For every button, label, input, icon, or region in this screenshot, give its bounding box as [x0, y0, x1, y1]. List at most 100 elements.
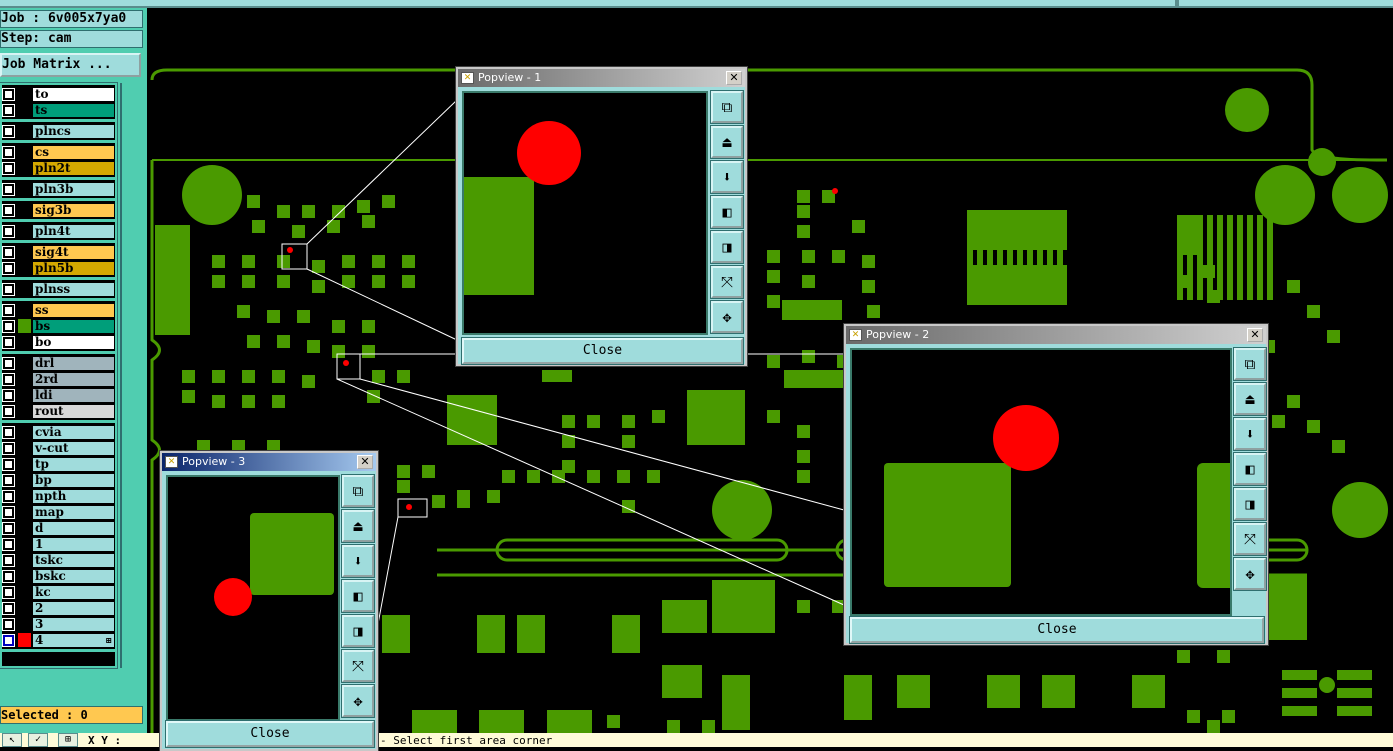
pan-down-icon[interactable]: ⬇	[341, 544, 375, 578]
layer-checkbox[interactable]	[3, 405, 14, 417]
layer-name[interactable]: npth	[32, 488, 115, 504]
layer-checkbox[interactable]	[3, 389, 14, 401]
pan-left-icon[interactable]: ◧	[710, 195, 744, 229]
layer-list-scrollbar[interactable]	[120, 83, 144, 668]
layer-checkbox[interactable]	[3, 602, 14, 614]
popview-3-close-icon[interactable]: ✕	[357, 455, 373, 469]
layer-name[interactable]: 1	[32, 536, 115, 552]
pan-left-icon[interactable]: ◧	[341, 579, 375, 613]
layer-name[interactable]: pln5b	[32, 260, 115, 276]
layer-name[interactable]: d	[32, 520, 115, 536]
layer-row-to[interactable]: to	[2, 86, 115, 102]
layer-row-pln5b[interactable]: pln5b	[2, 260, 115, 276]
pan-up-icon[interactable]: ⏏	[341, 509, 375, 543]
layer-row-cs[interactable]: cs	[2, 144, 115, 160]
layer-checkbox[interactable]	[3, 426, 14, 438]
layer-name[interactable]: plncs	[32, 123, 115, 139]
popview-3-close-button[interactable]: Close	[165, 720, 375, 748]
layer-row-2[interactable]: 2	[2, 600, 115, 616]
layer-name[interactable]: ss	[32, 302, 115, 318]
layer-name[interactable]: tskc	[32, 552, 115, 568]
layer-checkbox[interactable]	[3, 554, 14, 566]
layer-name[interactable]: pln2t	[32, 160, 115, 176]
layer-name[interactable]: kc	[32, 584, 115, 600]
layer-row-bskc[interactable]: bskc	[2, 568, 115, 584]
layer-row-rout[interactable]: rout	[2, 403, 115, 419]
zoom-out-icon[interactable]: ⤧	[1233, 522, 1267, 556]
layer-checkbox[interactable]	[3, 104, 14, 116]
layer-name[interactable]: 2rd	[32, 371, 115, 387]
layer-name[interactable]: sig3b	[32, 202, 115, 218]
pan-down-icon[interactable]: ⬇	[1233, 417, 1267, 451]
layer-name[interactable]: to	[32, 86, 115, 102]
layer-name[interactable]: bp	[32, 472, 115, 488]
popview-3-titlebar[interactable]: ✕Popview - 3✕	[162, 453, 376, 471]
layer-checkbox[interactable]	[3, 538, 14, 550]
layer-name[interactable]: 3	[32, 616, 115, 632]
layer-name[interactable]: pln4t	[32, 223, 115, 239]
popview-1-titlebar[interactable]: ✕Popview - 1✕	[458, 69, 745, 87]
expand-icon[interactable]: ⊞	[105, 634, 112, 645]
layer-checkbox[interactable]	[3, 458, 14, 470]
layer-row-ss[interactable]: ss	[2, 302, 115, 318]
layer-checkbox[interactable]	[3, 570, 14, 582]
pan-down-icon[interactable]: ⬇	[710, 160, 744, 194]
zoom-out-icon[interactable]: ⤧	[710, 265, 744, 299]
popview-1-close-button[interactable]: Close	[461, 337, 744, 365]
layer-name[interactable]: v-cut	[32, 440, 115, 456]
layer-row-sig4t[interactable]: sig4t	[2, 244, 115, 260]
layer-row-plnss[interactable]: plnss	[2, 281, 115, 297]
layer-name[interactable]: bo	[32, 334, 115, 350]
grid-tool-icon[interactable]: ⊞	[58, 733, 78, 747]
layer-checkbox[interactable]	[3, 162, 14, 174]
zoom-out-icon[interactable]: ⤧	[341, 649, 375, 683]
layer-name[interactable]: cvia	[32, 424, 115, 440]
layer-checkbox[interactable]	[3, 225, 14, 237]
layer-row-cvia[interactable]: cvia	[2, 424, 115, 440]
layer-name[interactable]: bs	[32, 318, 115, 334]
pan-right-icon[interactable]: ◨	[341, 614, 375, 648]
layer-checkbox[interactable]	[3, 262, 14, 274]
layer-row-sig3b[interactable]: sig3b	[2, 202, 115, 218]
layer-row-1[interactable]: 1	[2, 536, 115, 552]
layer-checkbox[interactable]	[3, 357, 14, 369]
layer-name[interactable]: pln3b	[32, 181, 115, 197]
layer-row-map[interactable]: map	[2, 504, 115, 520]
layer-checkbox[interactable]	[3, 320, 14, 332]
layer-name[interactable]: tp	[32, 456, 115, 472]
zoom-in-icon[interactable]: ✥	[341, 684, 375, 718]
layer-checkbox[interactable]	[3, 474, 14, 486]
layer-row-d[interactable]: d	[2, 520, 115, 536]
layer-row-ts[interactable]: ts	[2, 102, 115, 118]
pan-right-icon[interactable]: ◨	[710, 230, 744, 264]
popview-2-titlebar[interactable]: ✕Popview - 2✕	[846, 326, 1266, 344]
layer-row-drl[interactable]: drl	[2, 355, 115, 371]
layer-checkbox[interactable]	[3, 204, 14, 216]
layer-checkbox[interactable]	[3, 146, 14, 158]
layer-row-pln2t[interactable]: pln2t	[2, 160, 115, 176]
layer-row-bo[interactable]: bo	[2, 334, 115, 350]
layer-row-bs[interactable]: bs	[2, 318, 115, 334]
zoom-in-icon[interactable]: ✥	[1233, 557, 1267, 591]
layer-name[interactable]: cs	[32, 144, 115, 160]
layer-checkbox[interactable]	[3, 506, 14, 518]
layer-checkbox[interactable]	[3, 183, 14, 195]
layer-name[interactable]: bskc	[32, 568, 115, 584]
layer-checkbox[interactable]	[3, 373, 14, 385]
popview-3-view[interactable]	[166, 475, 340, 721]
pan-up-icon[interactable]: ⏏	[710, 125, 744, 159]
layer-name[interactable]: ts	[32, 102, 115, 118]
layer-name[interactable]: sig4t	[32, 244, 115, 260]
layer-row-pln4t[interactable]: pln4t	[2, 223, 115, 239]
pan-right-icon[interactable]: ◨	[1233, 487, 1267, 521]
layer-row-tp[interactable]: tp	[2, 456, 115, 472]
job-matrix-button[interactable]: Job Matrix ...	[0, 53, 141, 77]
pan-up-icon[interactable]: ⏏	[1233, 382, 1267, 416]
popview-2-close-button[interactable]: Close	[849, 616, 1265, 644]
layer-name[interactable]: 4⊞	[32, 632, 115, 648]
layer-checkbox[interactable]	[3, 336, 14, 348]
popview-2-close-icon[interactable]: ✕	[1247, 328, 1263, 342]
layer-row-bp[interactable]: bp	[2, 472, 115, 488]
check-tool-icon[interactable]: ✓	[28, 733, 48, 747]
layer-checkbox[interactable]	[3, 283, 14, 295]
